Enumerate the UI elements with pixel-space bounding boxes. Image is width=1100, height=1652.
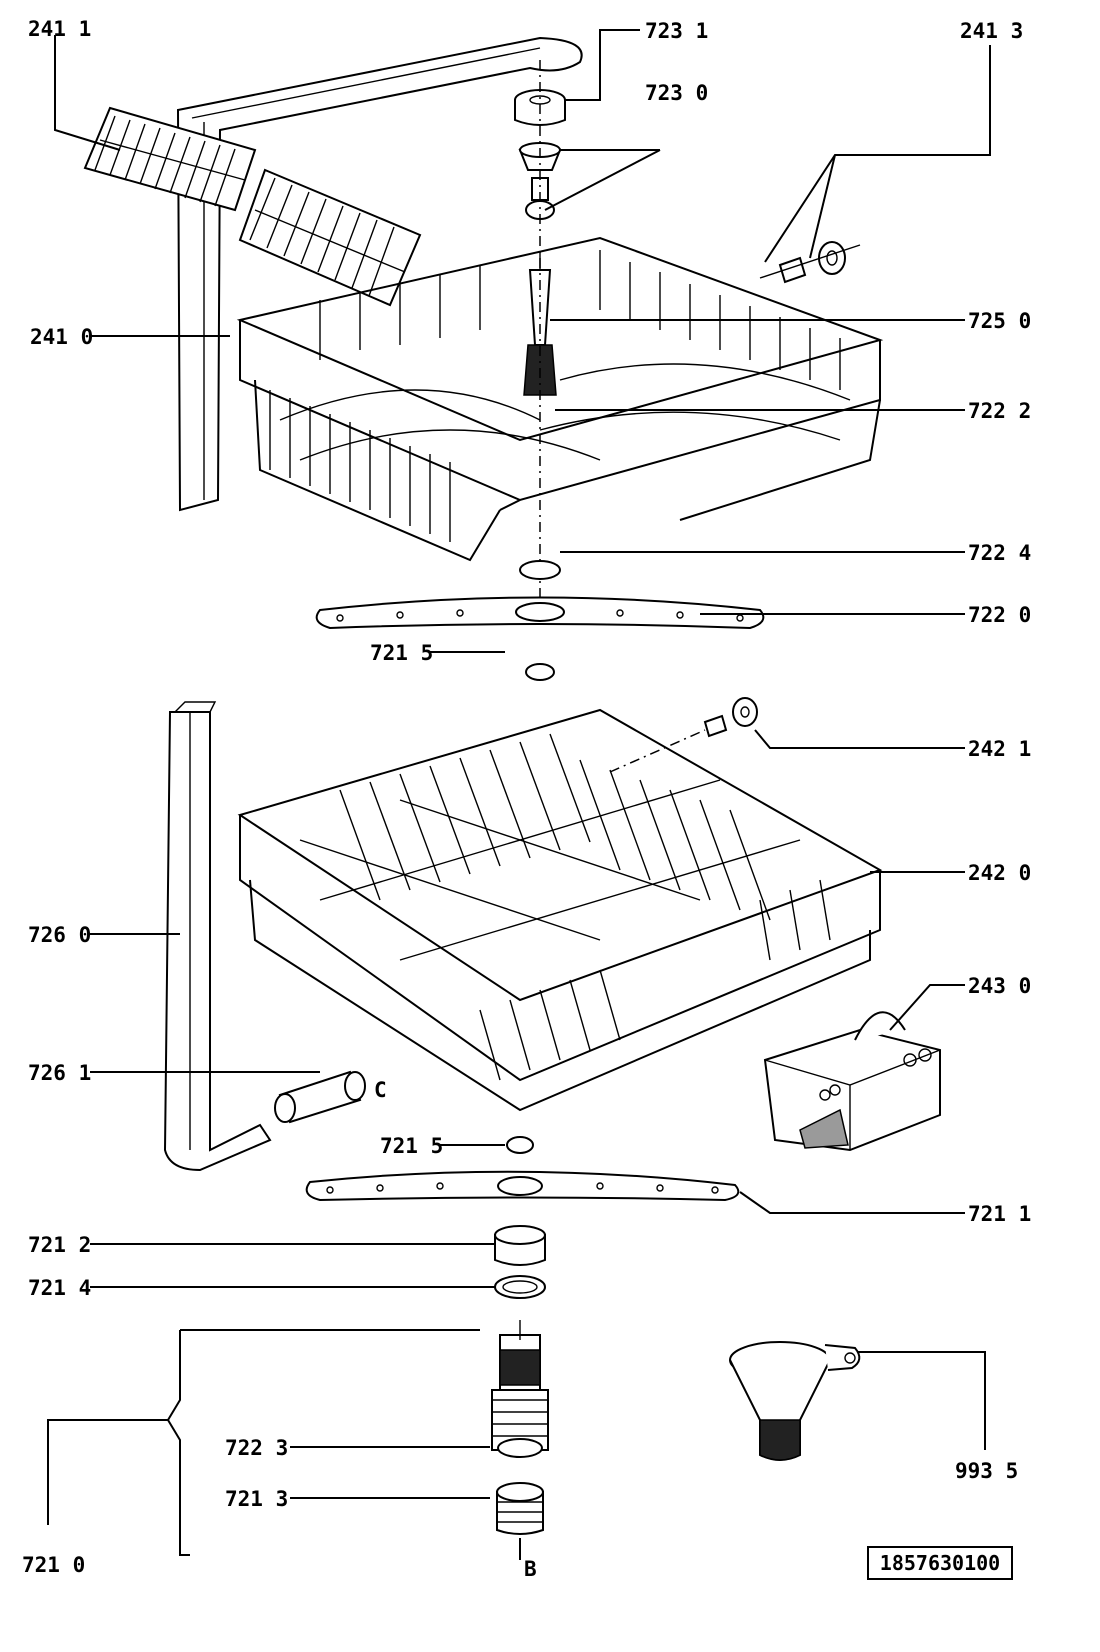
upper-spray-arm (315, 596, 765, 630)
spray-arm-nut-lower (506, 1136, 534, 1154)
label-722-3: 722 3 (225, 1436, 288, 1460)
part-labels: 241 1 723 1 241 3 723 0 241 0 725 0 722 … (22, 17, 1031, 1581)
lower-spray-arm-support-stack (491, 1225, 549, 1535)
label-721-5-lower: 721 5 (380, 1134, 443, 1158)
label-c: C (374, 1078, 387, 1102)
label-722-4: 722 4 (968, 541, 1031, 565)
label-241-3: 241 3 (960, 19, 1023, 43)
label-243-0: 243 0 (968, 974, 1031, 998)
label-721-5-upper: 721 5 (370, 641, 433, 665)
rinse-aid-funnel (729, 1341, 861, 1461)
tube-connector (274, 1070, 366, 1124)
upper-basket (236, 236, 884, 562)
drawing-number: 1857630100 (880, 1551, 1000, 1575)
spray-arm-nut-upper (525, 663, 555, 681)
label-721-2: 721 2 (28, 1233, 91, 1257)
lower-supply-tube (163, 701, 272, 1172)
label-723-1: 723 1 (645, 19, 708, 43)
label-993-5: 993 5 (955, 1459, 1018, 1483)
label-725-0: 725 0 (968, 309, 1031, 333)
label-726-0: 726 0 (28, 923, 91, 947)
label-722-2: 722 2 (968, 399, 1031, 423)
upper-spray-tube-assembly (514, 60, 566, 620)
label-241-1: 241 1 (28, 17, 91, 41)
label-242-1: 242 1 (968, 737, 1031, 761)
lower-basket (237, 708, 883, 1112)
label-241-0: 241 0 (30, 325, 93, 349)
label-242-0: 242 0 (968, 861, 1031, 885)
label-721-0: 721 0 (22, 1553, 85, 1577)
label-723-0: 723 0 (645, 81, 708, 105)
label-721-3: 721 3 (225, 1487, 288, 1511)
spray-arm-seal-ring (519, 560, 561, 580)
lower-spray-arm (305, 1170, 740, 1202)
label-721-1: 721 1 (968, 1202, 1031, 1226)
cup-shelf-racks (83, 106, 422, 307)
basket-roller-parts (759, 241, 861, 284)
drawing-number-box: 1857630100 (867, 1546, 1013, 1580)
cutlery-basket (763, 1011, 941, 1152)
lower-basket-roller (609, 697, 758, 773)
label-722-0: 722 0 (968, 603, 1031, 627)
label-721-4: 721 4 (28, 1276, 91, 1300)
label-b: B (524, 1557, 537, 1581)
label-726-1: 726 1 (28, 1061, 91, 1085)
leader-lines (47, 29, 991, 1560)
